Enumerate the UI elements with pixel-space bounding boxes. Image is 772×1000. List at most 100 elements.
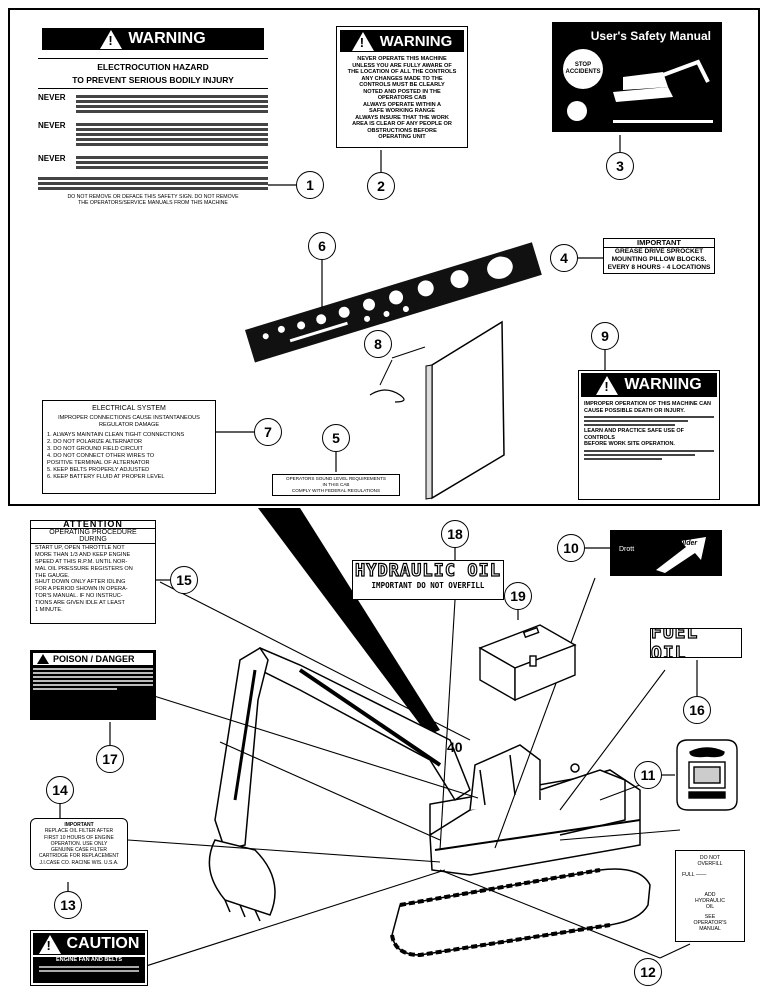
attention-line: START UP, OPEN THROTTLE NOT <box>35 545 125 552</box>
warning-line: NEVER OPERATE THIS MACHINE <box>357 56 447 62</box>
callout-16: 16 <box>683 696 711 724</box>
brand-text: Drott <box>619 546 635 553</box>
svg-text:40: 40 <box>447 739 463 755</box>
manual-title: User's Safety Manual <box>590 29 711 43</box>
oil-full-label: FULL <box>682 871 695 878</box>
warning-triangle-icon <box>100 29 123 49</box>
callout-13: 13 <box>54 891 82 919</box>
decal-item: 3. DO NOT GROUND FIELD CIRCUIT <box>47 446 143 452</box>
decal-item: 5. KEEP BELTS PROPERLY ADJUSTED <box>47 467 150 473</box>
decal-item-list: 1. ALWAYS MAINTAIN CLEAN TIGHT CONNECTIO… <box>47 432 211 481</box>
attention-line: SHUT DOWN ONLY AFTER IDLING <box>35 579 126 586</box>
warning-line: OPERATORS CAB <box>377 95 427 101</box>
attention-line: SPEED AT THIS R.P.M. UNTIL NOR- <box>35 558 128 565</box>
notice-line-1: REPLACE OIL FILTER AFTER <box>44 828 114 835</box>
notice-line-2: FIRST 10 HOURS OF ENGINE <box>44 834 114 841</box>
fuel-oil-text: FUEL OIL <box>651 628 699 658</box>
warning-line: NOTED AND POSTED IN THE <box>363 88 441 95</box>
caution-header: CAUTION <box>66 935 140 952</box>
warning-line: AREA IS CLEAR OF ANY PEOPLE OR <box>352 121 452 127</box>
warning-line-1: IMPROPER OPERATION OF THIS MACHINE CAN <box>584 401 712 407</box>
callout-number: 6 <box>318 238 326 254</box>
callout-number: 13 <box>60 897 76 913</box>
callout-number: 2 <box>377 178 385 194</box>
attention-title: ATTENTION <box>31 521 155 529</box>
caution-line-1: ENGINE FAN AND BELTS <box>55 957 122 963</box>
poison-header: POISON / DANGER <box>53 654 135 664</box>
attention-line: THE GAUGE. <box>35 572 70 579</box>
decal-10-brand-logo: Drott Builder <box>610 530 722 576</box>
oil-full-mark: FULL —— <box>682 871 707 878</box>
decal-title: ELECTRICAL SYSTEM <box>92 405 166 412</box>
callout-6: 6 <box>308 232 336 260</box>
callout-number: 3 <box>616 158 624 174</box>
callout-number: 11 <box>640 767 656 783</box>
decal-line-2: IN THIS CAB <box>322 482 350 487</box>
callout-4: 4 <box>550 244 578 272</box>
never-label-3: NEVER <box>38 154 66 163</box>
decal-subtitle-1: IMPROPER CONNECTIONS CAUSE INSTANTANEOUS <box>58 415 200 421</box>
callout-8: 8 <box>364 330 392 358</box>
callout-number: 5 <box>332 430 340 446</box>
hazard-title: ELECTROCUTION HAZARD <box>38 58 268 75</box>
decal-4-grease-notice: IMPORTANT GREASE DRIVE SPROCKET MOUNTING… <box>603 238 715 274</box>
decal-item: POSITIVE TERMINAL OF ALTERNATOR <box>47 460 150 466</box>
notice-line-3: EVERY 8 HOURS - 4 LOCATIONS <box>607 264 711 271</box>
notice-line-3: OPERATION. USE ONLY <box>50 840 108 847</box>
oil-hyd-label: HYDRAULIC <box>695 898 725 905</box>
callout-number: 19 <box>510 588 526 604</box>
warning-line: ALWAYS INSURE THAT THE WORK <box>355 114 449 121</box>
callout-number: 14 <box>52 782 68 798</box>
decal-18-hydraulic-oil: HYDRAULIC OIL IMPORTANT DO NOT OVERFILL <box>352 560 504 600</box>
callout-15: 15 <box>170 566 198 594</box>
callout-9: 9 <box>591 322 619 350</box>
attention-line: MAL OIL PRESSURE REGISTERS ON <box>35 565 133 572</box>
oil-see-label: SEE <box>704 913 716 920</box>
decal-9-operation-warning: WARNING IMPROPER OPERATION OF THIS MACHI… <box>578 370 720 500</box>
decal-line-1: OPERATORS SOUND LEVEL REQUIREMENTS <box>286 476 386 481</box>
callout-leaders <box>117 577 681 976</box>
decal-item: 1. ALWAYS MAINTAIN CLEAN TIGHT CONNECTIO… <box>47 432 185 438</box>
decal-7-electrical-system: ELECTRICAL SYSTEM IMPROPER CONNECTIONS C… <box>42 400 216 494</box>
notice-line-2: MOUNTING PILLOW BLOCKS. <box>611 256 707 263</box>
warning-line: OPERATING UNIT <box>378 134 426 140</box>
warning-line: UNLESS YOU ARE FULLY AWARE OF <box>352 62 452 69</box>
callout-3: 3 <box>606 152 634 180</box>
callout-number: 18 <box>447 526 463 542</box>
decal-footer-2: THE OPERATORS/SERVICE MANUALS FROM THIS … <box>78 200 228 206</box>
callout-14: 14 <box>46 776 74 804</box>
attention-line: TOR'S MANUAL. IF NO INSTRUC- <box>35 592 123 599</box>
attention-subtitle-1: OPERATING PROCEDURE <box>49 528 137 536</box>
decal-5-sound-level: OPERATORS SOUND LEVEL REQUIREMENTS IN TH… <box>272 474 400 496</box>
oil-line-2: OVERFILL <box>697 861 723 868</box>
notice-title: IMPORTANT <box>604 239 714 248</box>
attention-line: FOR A PERIOD SHOWN IN OPERA- <box>35 586 128 593</box>
hazard-subtitle: TO PREVENT SERIOUS BODILY INJURY <box>38 75 268 89</box>
attention-line: TIONS ARE GIVEN IDLE AT LEAST <box>35 599 125 606</box>
decal-badge <box>676 739 738 811</box>
notice-line-1: GREASE DRIVE SPROCKET <box>614 248 704 255</box>
decal-footer-1: DO NOT REMOVE OR DEFACE THIS SAFETY SIGN… <box>67 194 239 200</box>
attention-line: 1 MINUTE. <box>35 606 63 613</box>
callout-11: 11 <box>634 761 662 789</box>
callout-2: 2 <box>367 172 395 200</box>
warning-banner: WARNING <box>42 28 264 50</box>
manual-fine-print <box>613 120 713 123</box>
decal-item: 6. KEEP BATTERY FLUID AT PROPER LEVEL <box>47 474 165 480</box>
decal-item: 2. DO NOT POLARIZE ALTERNATOR <box>47 439 143 445</box>
decal-3-safety-manual: User's Safety Manual STOP ACCIDENTS <box>552 22 722 132</box>
warning-triangle-icon <box>351 31 374 51</box>
callout-5: 5 <box>322 424 350 452</box>
decal-17-poison-danger: POISON / DANGER <box>30 650 156 720</box>
callout-10: 10 <box>557 534 585 562</box>
warning-line-2: CAUSE POSSIBLE DEATH OR INJURY. <box>584 407 685 414</box>
hydraulic-oil-subtitle: IMPORTANT DO NOT OVERFILL <box>371 581 485 590</box>
warning-line-4: BEFORE WORK SITE OPERATION. <box>584 441 675 447</box>
warning-banner: WARNING <box>340 30 464 52</box>
callout-1: 1 <box>296 171 324 199</box>
attention-subtitle-2: DURING <box>31 536 155 545</box>
decal-16-fuel-oil: FUEL OIL <box>650 628 742 658</box>
warning-header: WARNING <box>624 376 702 393</box>
